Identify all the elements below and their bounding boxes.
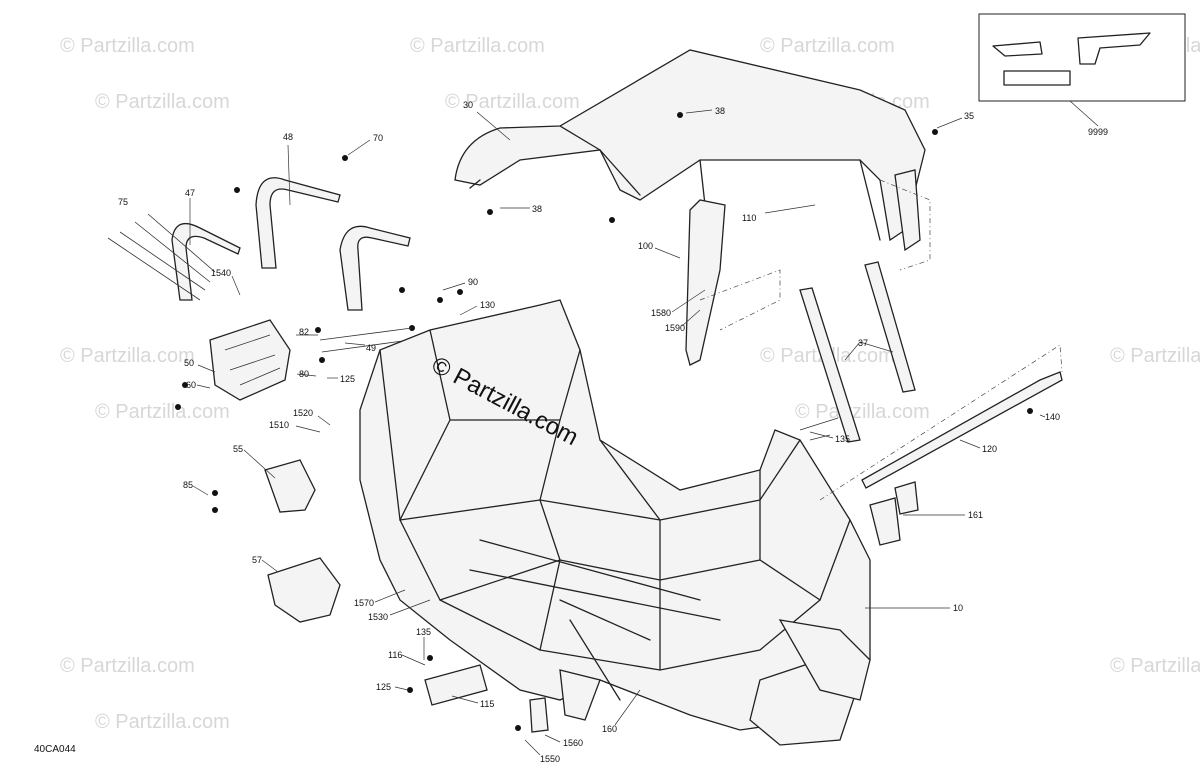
callout-1530: 1530 — [368, 612, 388, 622]
callout-47: 47 — [185, 188, 195, 198]
brackets — [209, 319, 919, 733]
callout-125: 125 — [340, 374, 355, 384]
callout-110: 110 — [742, 213, 756, 223]
callout-75: 75 — [118, 197, 128, 207]
watermark: © Partzilla.com — [60, 345, 195, 367]
callout-labels: 30 38 38 35 9999 48 70 47 75 1540 50 60 … — [118, 100, 1108, 764]
callout-140: 140 — [1045, 412, 1060, 422]
callout-55: 55 — [233, 444, 243, 454]
callout-85: 85 — [183, 480, 193, 490]
callout-57: 57 — [252, 555, 262, 565]
decal-kit-inset — [978, 13, 1186, 127]
watermark: © Partzilla.com — [795, 401, 930, 423]
watermark: © Partzilla.com — [95, 711, 230, 733]
watermark: © Partzilla.com — [445, 91, 580, 113]
roll-cage-top — [454, 49, 931, 443]
callout-130: 130 — [480, 300, 495, 310]
callout-115: 115 — [480, 699, 494, 709]
callout-35: 35 — [964, 111, 974, 121]
callout-10: 10 — [953, 603, 963, 613]
callout-135: 135 — [416, 627, 431, 637]
watermark: © Partzilla.com — [1110, 655, 1200, 677]
callout-90: 90 — [468, 277, 478, 287]
callout-49: 49 — [366, 343, 376, 353]
callout-160: 160 — [602, 724, 617, 734]
diagram-code: 40CA044 — [34, 744, 76, 755]
callout-1580: 1580 — [651, 308, 671, 318]
callout-37: 37 — [858, 338, 868, 348]
callout-135: 135 — [835, 434, 850, 444]
leader-lines — [189, 109, 1046, 756]
callout-125: 125 — [376, 682, 391, 692]
side-rail — [819, 344, 1063, 501]
callout-70: 70 — [373, 133, 383, 143]
callout-1560: 1560 — [563, 738, 583, 748]
callout-1590: 1590 — [665, 323, 685, 333]
callout-1520: 1520 — [293, 408, 313, 418]
watermark: © Partzilla.com — [60, 655, 195, 677]
callout-9999: 9999 — [1088, 127, 1108, 137]
callout-50: 50 — [184, 358, 194, 368]
callout-100: 100 — [638, 241, 653, 251]
callout-38: 38 — [532, 204, 542, 214]
watermark: © Partzilla.com — [1110, 345, 1200, 367]
callout-1550: 1550 — [540, 754, 560, 764]
callout-1570: 1570 — [354, 598, 374, 608]
callout-82: 82 — [299, 327, 309, 337]
callout-80: 80 — [299, 369, 309, 379]
watermark: © Partzilla.com — [95, 401, 230, 423]
callout-30: 30 — [463, 100, 473, 110]
watermark: © Partzilla.com — [760, 35, 895, 57]
callout-48: 48 — [283, 132, 293, 142]
callout-120: 120 — [982, 444, 997, 454]
watermark: © Partzilla.com — [410, 35, 545, 57]
grab-bars — [171, 177, 411, 311]
callout-38: 38 — [715, 106, 725, 116]
fasteners — [107, 112, 1033, 731]
callout-161: 161 — [968, 510, 983, 520]
main-frame — [359, 299, 871, 746]
callout-1540: 1540 — [211, 268, 231, 278]
callout-60: 60 — [186, 380, 196, 390]
watermark: © Partzilla.com — [60, 35, 195, 57]
callout-116: 116 — [388, 650, 402, 660]
callout-1510: 1510 — [269, 420, 289, 430]
watermark: © Partzilla.com — [95, 91, 230, 113]
